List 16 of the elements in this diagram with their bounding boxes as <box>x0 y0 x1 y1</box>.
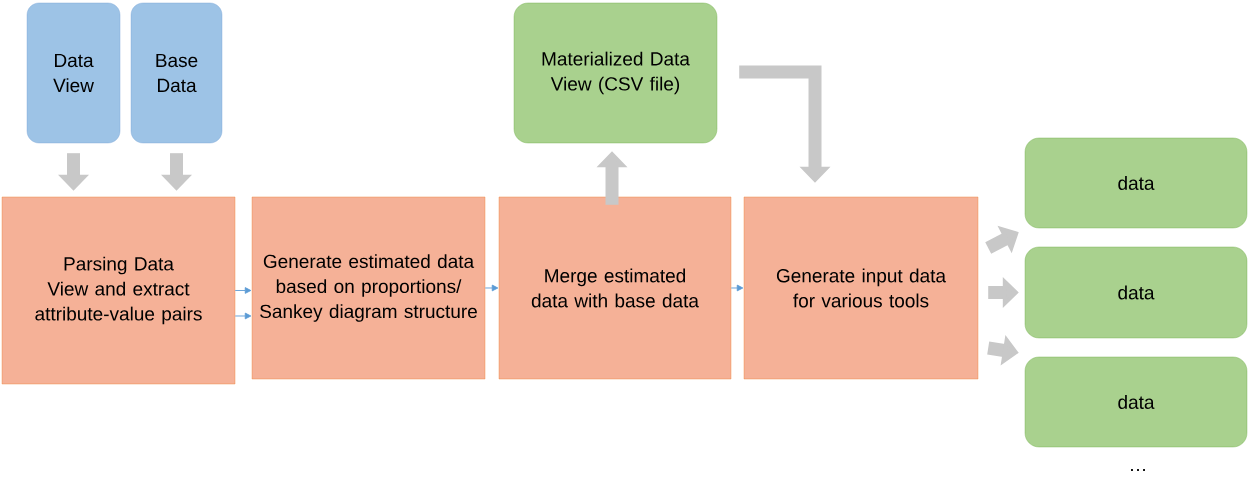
process-box: Generate estimated data based on proportions/ Sankey diagram structure <box>251 196 486 380</box>
arrow <box>234 312 252 320</box>
output-box: data <box>1024 137 1248 229</box>
output-box: Materialized Data View (CSV file) <box>513 2 718 144</box>
output-box: data <box>1024 356 1248 448</box>
input-box: Data View <box>26 2 121 144</box>
process-box: Parsing Data View and extract attribute-value pairs <box>1 196 236 385</box>
block-arrow <box>985 225 1019 254</box>
process-box: Merge estimated data with base data <box>498 196 732 380</box>
process-box: Generate input data for various tools <box>743 196 979 380</box>
output-box: data <box>1024 246 1248 339</box>
arrow <box>730 284 744 292</box>
ellipsis-text: … <box>1131 469 1145 471</box>
input-box: Base Data <box>130 2 223 144</box>
arrow <box>234 287 252 294</box>
arrow <box>484 284 499 292</box>
